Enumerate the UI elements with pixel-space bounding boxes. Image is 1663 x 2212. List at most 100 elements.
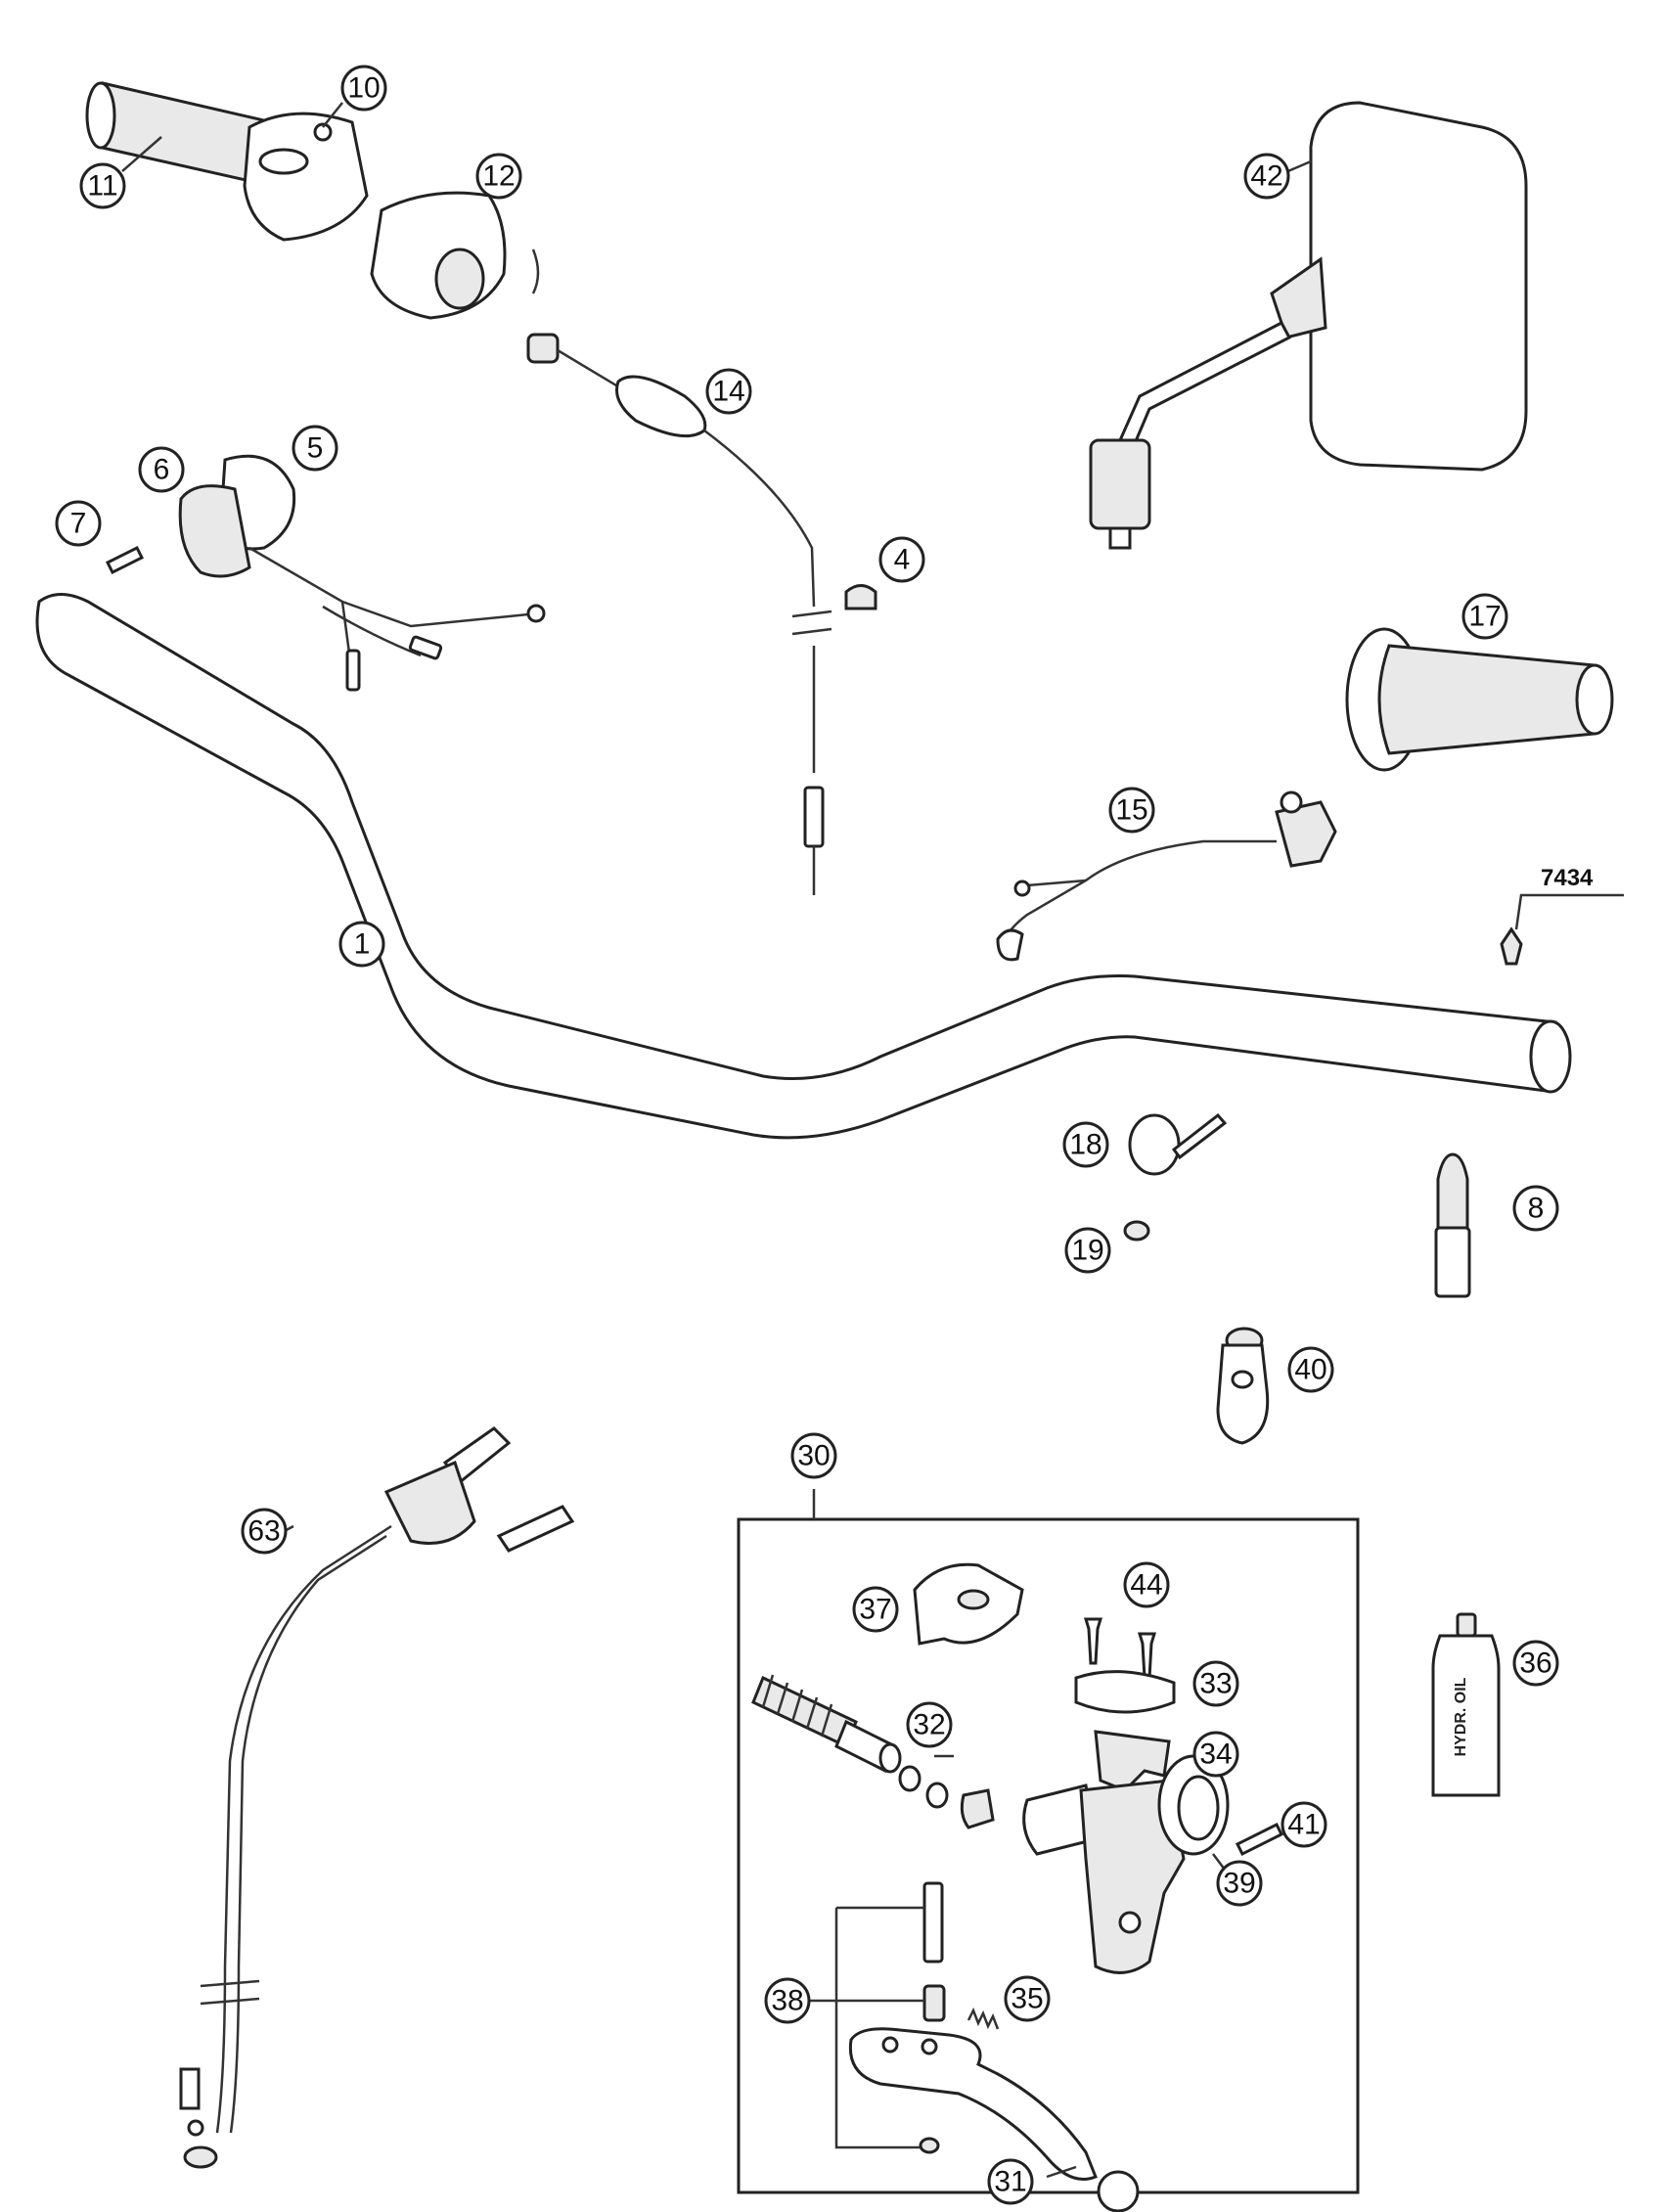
hydraulic-oil-bottle: HYDR. OIL <box>1431 1612 1501 1797</box>
callout-number: 17 <box>1468 601 1501 633</box>
callout-number: 36 <box>1519 1648 1551 1680</box>
callout-19: 19 <box>1064 1227 1111 1274</box>
callout-number: 38 <box>771 1985 803 2017</box>
grease-tube <box>1434 1152 1471 1298</box>
left-grip <box>1345 627 1614 772</box>
callout-circle <box>1243 153 1290 200</box>
callout-37: 37 <box>852 1586 899 1633</box>
callout-10: 10 <box>340 65 387 112</box>
master-cylinder-piston <box>751 1674 995 1829</box>
callout-number: 19 <box>1071 1235 1103 1267</box>
callout-number: 42 <box>1250 160 1282 193</box>
reservoir-diaphragm <box>1094 1730 1171 1792</box>
callout-circle <box>1287 1346 1334 1393</box>
callout-circle <box>338 921 385 968</box>
callout-44: 44 <box>1123 1561 1170 1608</box>
callout-12: 12 <box>475 153 522 200</box>
callout-circle <box>1461 593 1508 640</box>
kill-switch <box>996 790 1337 962</box>
callout-circle <box>852 1586 899 1633</box>
callout-33: 33 <box>1192 1660 1239 1707</box>
brake-assembly-box <box>737 1517 1360 2194</box>
callout-number: 4 <box>894 544 911 576</box>
callout-14: 14 <box>705 368 752 415</box>
callout-circle <box>1123 1561 1170 1608</box>
cable-plug <box>844 584 877 610</box>
callout-18: 18 <box>1062 1121 1109 1168</box>
callout-8: 8 <box>1512 1185 1559 1232</box>
reservoir-cap <box>1074 1670 1176 1714</box>
reservoir-cover <box>913 1562 1024 1646</box>
callout-7: 7 <box>55 500 102 547</box>
callout-number: 30 <box>797 1440 830 1472</box>
callout-number: 39 <box>1223 1868 1255 1900</box>
mirror-clamp <box>1216 1327 1270 1445</box>
callout-number: 33 <box>1199 1668 1232 1700</box>
callout-35: 35 <box>1004 1975 1051 2022</box>
callout-number: 6 <box>154 454 170 486</box>
nut <box>1123 1220 1150 1241</box>
switch-clamp-assembly <box>105 454 546 692</box>
callout-circle <box>906 1701 953 1748</box>
part-number-7434: 7434 <box>1541 865 1594 891</box>
callout-42: 42 <box>1243 153 1290 200</box>
callout-circle <box>1512 1640 1559 1687</box>
callout-number: 12 <box>482 160 515 193</box>
callout-number: 32 <box>913 1709 945 1741</box>
callout-32: 32 <box>906 1701 953 1748</box>
master-cylinder-body <box>1022 1754 1230 1974</box>
callout-36: 36 <box>1512 1640 1559 1687</box>
callout-39: 39 <box>1216 1860 1263 1907</box>
callout-circle <box>55 500 102 547</box>
callout-circle <box>475 153 522 200</box>
brake-lever <box>848 2027 1140 2212</box>
throttle-grip-assembly <box>85 81 369 242</box>
bottle-label: HYDR. OIL <box>1453 1677 1469 1756</box>
callout-number: 14 <box>712 376 744 408</box>
pivot-bolt <box>805 1881 946 2154</box>
callout-number: 10 <box>347 72 380 105</box>
cover-screws <box>1083 1617 1157 1680</box>
callout-circle <box>138 446 185 493</box>
callout-number: 31 <box>994 2166 1026 2198</box>
cable-tie <box>1128 1112 1228 1176</box>
callout-11: 11 <box>79 162 126 209</box>
throttle-cover <box>370 191 507 320</box>
callout-circle <box>1281 1801 1327 1848</box>
callout-1: 1 <box>338 921 385 968</box>
callout-40: 40 <box>1287 1346 1334 1393</box>
callout-circle <box>878 536 925 583</box>
callout-30: 30 <box>790 1432 837 1479</box>
callout-circle <box>1064 1227 1111 1274</box>
callout-circle <box>790 1432 837 1479</box>
callout-circle <box>340 65 387 112</box>
callout-15: 15 <box>1108 787 1155 834</box>
callout-circle <box>1216 1860 1263 1907</box>
callout-number: 5 <box>307 432 324 465</box>
callout-circle <box>1108 787 1155 834</box>
brake-hose <box>179 1426 575 2169</box>
callout-63: 63 <box>241 1508 288 1555</box>
callout-circle <box>1004 1975 1051 2022</box>
callout-number: 44 <box>1130 1569 1162 1602</box>
callout-4: 4 <box>878 536 925 583</box>
rear-view-mirror <box>1089 101 1528 550</box>
callout-number: 41 <box>1287 1809 1320 1841</box>
label-leader-7434 <box>1514 893 1624 930</box>
callout-41: 41 <box>1281 1801 1327 1848</box>
callout-circle <box>1512 1185 1559 1232</box>
callout-number: 63 <box>247 1515 280 1548</box>
callout-31: 31 <box>987 2158 1034 2205</box>
callout-38: 38 <box>764 1977 811 2024</box>
callout-circle <box>1192 1731 1239 1778</box>
clamp-screw <box>1235 1822 1284 1857</box>
callout-circle <box>764 1977 811 2024</box>
callout-17: 17 <box>1461 593 1508 640</box>
callout-5: 5 <box>292 425 338 472</box>
callout-circle <box>705 368 752 415</box>
callout-circle <box>1192 1660 1239 1707</box>
callout-circle <box>79 162 126 209</box>
callout-circle <box>292 425 338 472</box>
